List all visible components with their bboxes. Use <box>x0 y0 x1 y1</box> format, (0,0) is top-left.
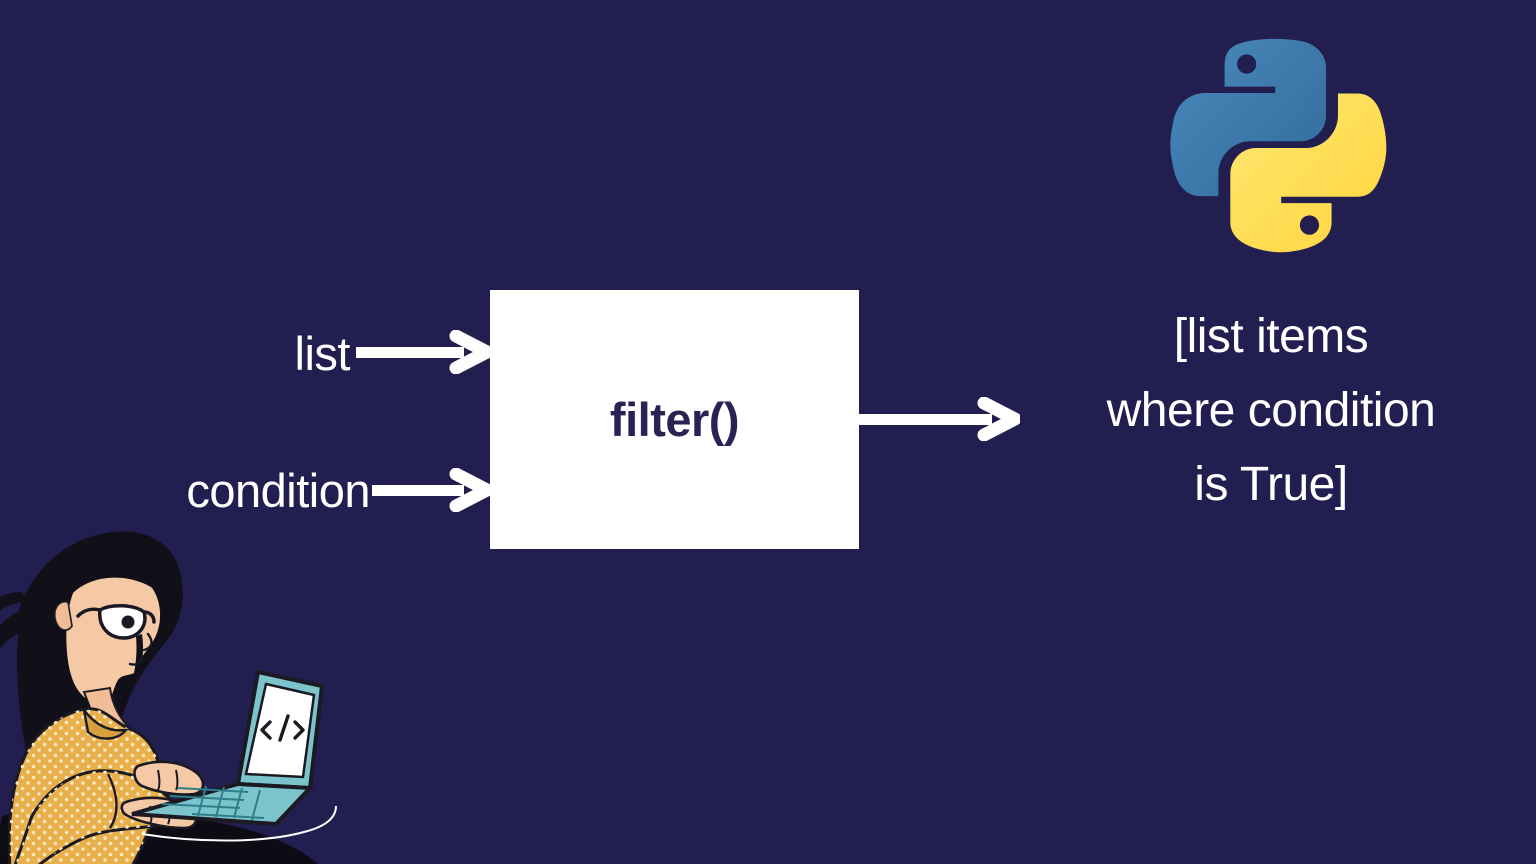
nose <box>142 632 153 652</box>
output-text-line-3: is True] <box>1194 458 1348 511</box>
hair-strand <box>0 612 26 649</box>
arrow-right-icon-condition-input <box>372 467 494 513</box>
glasses-icon <box>76 604 156 640</box>
collar <box>82 709 129 740</box>
finger <box>175 769 179 791</box>
arrow-right-icon-list-input <box>356 329 494 375</box>
code-glyph-icon <box>260 714 305 742</box>
output-text: [list items where condition is True] <box>1036 300 1506 522</box>
python-logo-svg <box>1170 38 1387 253</box>
arm-dots <box>15 770 177 864</box>
woman-coding-svg <box>0 531 337 864</box>
arrow-right-icon <box>372 467 494 513</box>
input-label-condition: condition <box>186 464 370 517</box>
arrow-right-icon <box>356 329 494 375</box>
process-box-filter: filter() <box>490 290 859 549</box>
woman-coding-illustration <box>0 516 344 864</box>
keyboard-keys <box>161 785 265 821</box>
finger <box>157 769 161 791</box>
hair-strand <box>124 634 144 702</box>
laptop <box>131 669 325 827</box>
hair-strand <box>0 592 28 611</box>
process-box-label: filter() <box>609 393 740 446</box>
cable <box>141 805 337 842</box>
mouth <box>128 656 144 666</box>
cuff <box>106 773 118 829</box>
output-text-line-2: where condition <box>1106 384 1436 437</box>
ear <box>53 600 73 631</box>
laptop-screen <box>244 682 316 779</box>
hair-front <box>66 555 180 622</box>
output-text-line-1: [list items <box>1173 310 1369 363</box>
hand-upper <box>133 760 205 796</box>
python-logo <box>1158 26 1392 264</box>
hair-strand <box>48 586 62 692</box>
arrow-right-icon-output <box>858 396 1022 442</box>
input-label-list: list <box>294 327 351 380</box>
arrow-right-icon <box>858 396 1022 442</box>
